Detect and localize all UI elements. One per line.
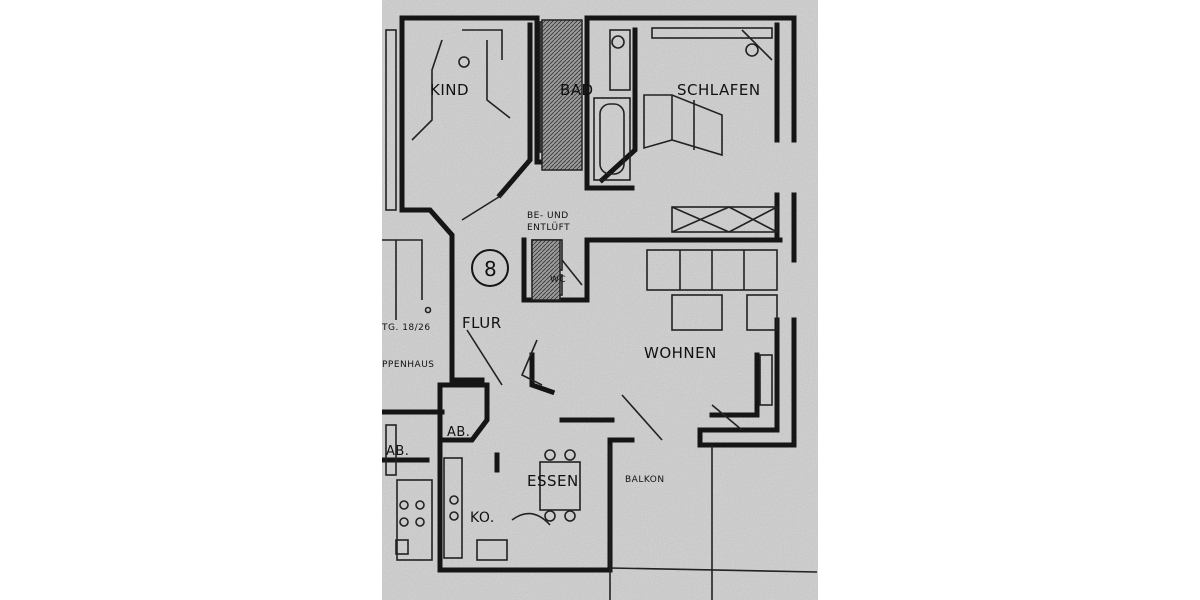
floor-plan: KIND BAD SCHLAFEN BE- UND ENTLÜFT 8 WC F…	[382, 0, 818, 600]
room-label-kueche: KO.	[470, 510, 495, 526]
room-label-ab-left: AB.	[386, 444, 409, 459]
label-treppenhaus: PPENHAUS	[382, 360, 435, 370]
shaft-area	[531, 239, 561, 301]
room-label-bad: BAD	[560, 81, 594, 99]
floor-plan-drawing: KIND BAD SCHLAFEN BE- UND ENTLÜFT 8 WC F…	[382, 0, 818, 600]
room-label-ab: AB.	[447, 425, 470, 440]
label-be-und: BE- UND	[527, 211, 569, 221]
bad-tile-area	[541, 19, 583, 171]
label-entluft: ENTLÜFT	[527, 222, 570, 233]
unit-number: 8	[484, 257, 497, 281]
unit-number-circle	[471, 249, 509, 287]
room-label-wc: WC	[550, 275, 566, 285]
room-label-essen: ESSEN	[527, 472, 579, 490]
room-label-wohnen: WOHNEN	[644, 344, 717, 362]
room-label-balkon: BALKON	[625, 475, 665, 485]
room-label-flur: FLUR	[462, 314, 502, 332]
label-stg: TG. 18/26	[382, 323, 431, 333]
room-label-schlafen: SCHLAFEN	[677, 81, 761, 99]
paper-grain	[382, 0, 818, 600]
room-label-kind: KIND	[430, 81, 469, 99]
